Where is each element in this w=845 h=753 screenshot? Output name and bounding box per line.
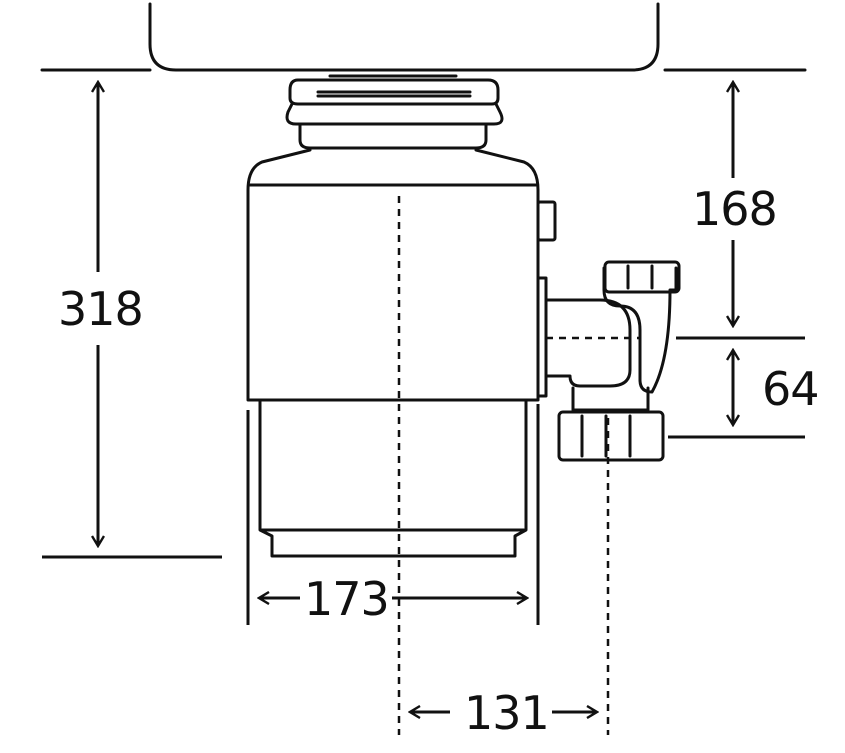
top-nut (603, 260, 681, 294)
label-body-width: 173 (302, 572, 391, 626)
label-outlet-offset: 131 (462, 686, 551, 740)
outlet-elbow (544, 298, 632, 388)
sink-bowl (148, 2, 660, 72)
side-plate (536, 276, 548, 398)
label-top-to-outlet: 168 (690, 182, 779, 236)
housing-upper (246, 148, 540, 402)
reset-button (536, 200, 557, 242)
bottom-coupling (557, 410, 665, 462)
label-total-height: 318 (56, 282, 145, 336)
label-outlet-height: 64 (760, 362, 821, 416)
mounting-collar (285, 74, 504, 150)
housing-lower (258, 398, 528, 558)
